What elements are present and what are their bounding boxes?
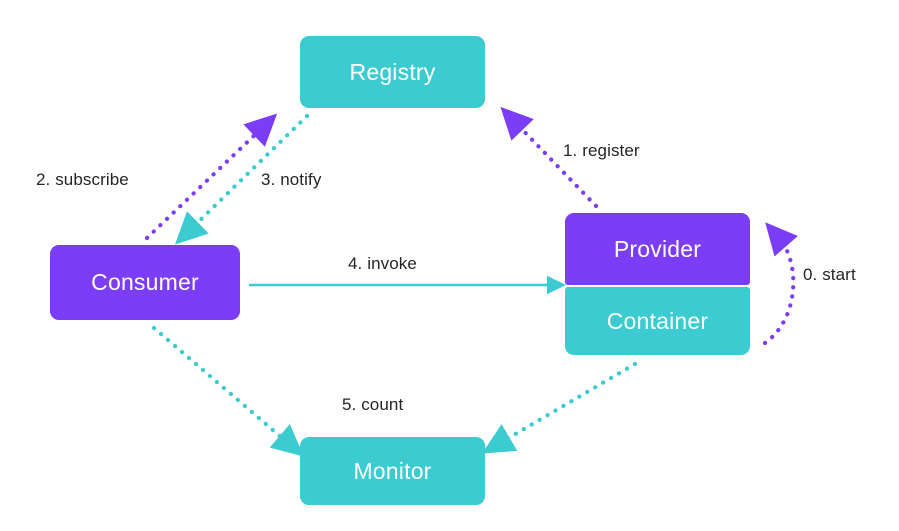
edge-label-subscribe: 2. subscribe: [36, 170, 129, 189]
edge-container-monitor-path: [481, 361, 638, 454]
node-monitor-label: Monitor: [353, 457, 432, 484]
edge-label-start: 0. start: [803, 265, 856, 284]
node-provider-label: Provider: [613, 235, 702, 262]
edge-label-notify: 3. notify: [261, 170, 322, 189]
node-provider[interactable]: Provider: [565, 213, 750, 285]
edge-subscribe-path: [144, 113, 278, 241]
node-container[interactable]: Container: [565, 287, 750, 355]
edge-label-invoke: 4. invoke: [348, 254, 417, 273]
edge-count-path: [151, 325, 304, 457]
node-consumer-label: Consumer: [91, 269, 199, 295]
edge-start-path: [762, 222, 798, 346]
node-consumer[interactable]: Consumer: [50, 245, 240, 320]
node-registry[interactable]: Registry: [300, 36, 485, 108]
node-registry-label: Registry: [349, 58, 436, 85]
edge-label-count: 5. count: [342, 395, 404, 414]
node-container-label: Container: [606, 307, 709, 334]
edge-label-register: 1. register: [563, 141, 640, 160]
edge-register-path: [500, 106, 599, 209]
node-monitor[interactable]: Monitor: [300, 437, 485, 505]
